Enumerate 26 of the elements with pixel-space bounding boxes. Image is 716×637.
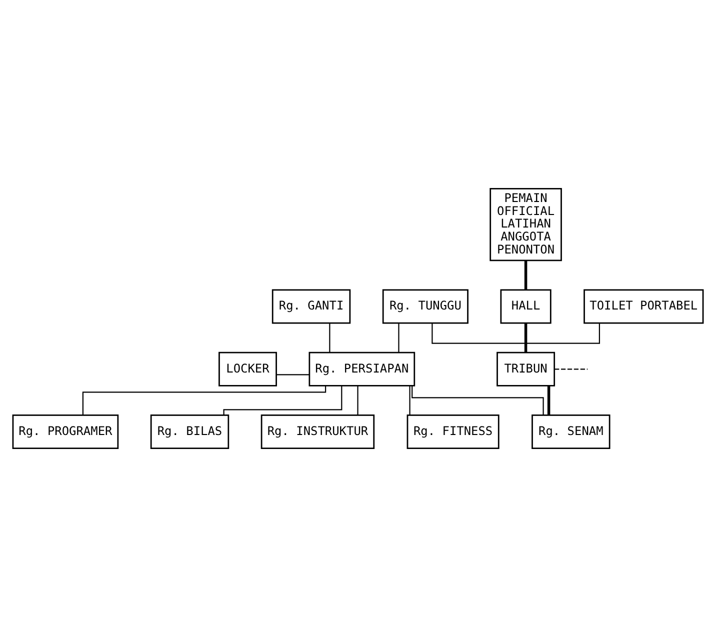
node-box: TOILET PORTABEL — [584, 289, 704, 324]
node-box: HALL — [500, 289, 552, 324]
connector — [524, 260, 528, 290]
connector — [329, 323, 330, 352]
connector — [412, 386, 544, 416]
connector — [547, 386, 550, 415]
node-box: Rg. BILAS — [150, 414, 230, 449]
node-box: PEMAIN OFFICIAL LATIHAN ANGGOTA PENONTON — [490, 188, 562, 262]
connector — [82, 386, 326, 415]
node-box: Rg. GANTI — [272, 289, 351, 324]
node-box: Rg. TUNGGU — [382, 289, 468, 324]
node-box: Rg. PERSIAPAN — [308, 352, 416, 386]
connector — [524, 323, 528, 352]
connector — [223, 386, 342, 415]
node-box: Rg. PROGRAMER — [12, 414, 119, 449]
node-box: LOCKER — [218, 352, 277, 386]
connector — [409, 386, 410, 415]
node-box: Rg. SENAM — [532, 414, 610, 449]
node-box: TRIBUN — [496, 352, 556, 386]
node-box: Rg. INSTRUKTUR — [260, 414, 375, 449]
connector — [554, 368, 588, 370]
connector — [357, 386, 358, 415]
connector — [432, 323, 600, 344]
node-box: Rg. FITNESS — [406, 414, 500, 449]
connector — [398, 323, 400, 352]
connector — [276, 374, 310, 376]
